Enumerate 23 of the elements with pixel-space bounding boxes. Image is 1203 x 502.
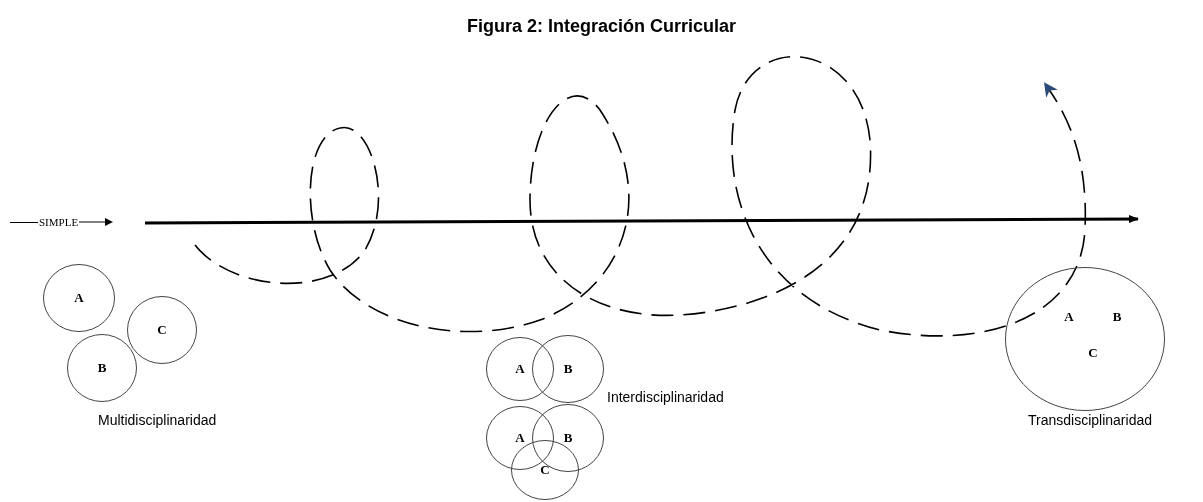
circle-letter: C	[1088, 346, 1098, 361]
circle-letter: A	[515, 362, 525, 376]
circle-letter: B	[97, 361, 107, 375]
circle	[532, 404, 604, 472]
start-label: SIMPLE	[38, 216, 80, 228]
circle-letter: C	[157, 323, 167, 337]
circle-letter: A	[74, 291, 84, 305]
caption: Multidisciplinaridad	[98, 412, 217, 428]
circle	[1005, 267, 1165, 411]
title: Figura 2: Integración Curricular	[465, 16, 738, 37]
circle	[43, 264, 115, 332]
circle-letter: A	[1064, 310, 1074, 325]
caption: Interdisciplinaridad	[607, 389, 724, 405]
circle-letter: B	[563, 362, 573, 376]
circle-letter: A	[515, 431, 525, 445]
circle	[127, 296, 197, 364]
circle	[486, 337, 554, 401]
circle-letter: B	[563, 431, 573, 445]
circle	[511, 440, 579, 500]
circle-letter: C	[540, 463, 550, 477]
circle-letter: B	[1112, 310, 1122, 325]
circle	[532, 335, 604, 403]
circle	[67, 334, 137, 402]
